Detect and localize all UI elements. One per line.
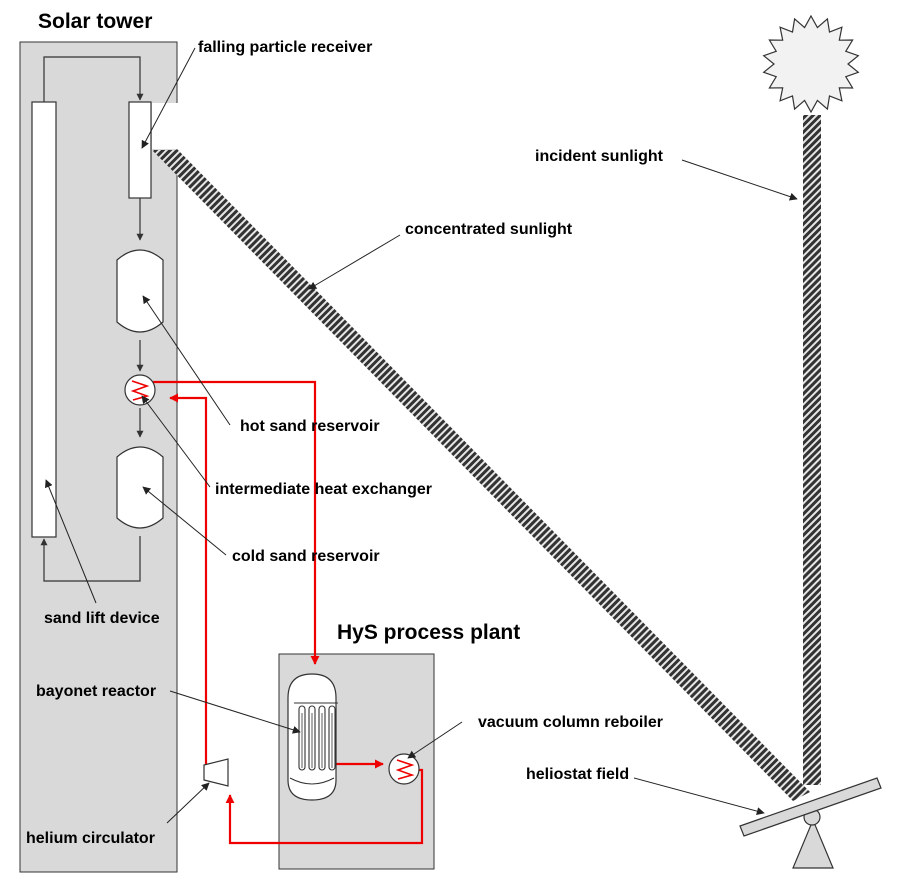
- falling-particle-receiver: [128, 101, 152, 199]
- label-intermediate-heat-exchanger: intermediate heat exchanger: [215, 481, 432, 498]
- sun-icon: [762, 14, 860, 114]
- sand-lift-device: [31, 101, 57, 538]
- reboiler-icon: [388, 753, 420, 785]
- label-cold-sand-reservoir: cold sand reservoir: [232, 548, 380, 565]
- leader-lines: [45, 47, 798, 824]
- receiver-aperture: [152, 103, 178, 149]
- label-concentrated-sunlight: concentrated sunlight: [405, 221, 573, 238]
- solar-tower-title: Solar tower: [38, 10, 152, 33]
- concentrated-sunlight-beam: [152, 150, 810, 801]
- label-helium-circulator: helium circulator: [26, 830, 155, 847]
- heat-exchanger-icon: [124, 374, 156, 406]
- label-heliostat-field: heliostat field: [526, 766, 629, 783]
- incident-sunlight-beam: [803, 115, 821, 785]
- label-hot-sand-reservoir: hot sand reservoir: [240, 418, 380, 435]
- sand-flow-lines: [40, 56, 144, 582]
- label-vacuum-column-reboiler: vacuum column reboiler: [478, 714, 663, 731]
- label-bayonet-reactor: bayonet reactor: [36, 683, 156, 700]
- compressor-icon: [203, 758, 229, 787]
- label-incident-sunlight: incident sunlight: [535, 148, 664, 165]
- bayonet-reactor: [287, 673, 338, 801]
- hys-plant-title: HyS process plant: [337, 621, 520, 644]
- label-sand-lift-device: sand lift device: [44, 610, 160, 627]
- hot-sand-reservoir: [116, 249, 164, 333]
- cold-sand-reservoir: [116, 446, 164, 529]
- label-falling-particle-receiver: falling particle receiver: [198, 39, 372, 56]
- heliostat-icon: [739, 777, 882, 869]
